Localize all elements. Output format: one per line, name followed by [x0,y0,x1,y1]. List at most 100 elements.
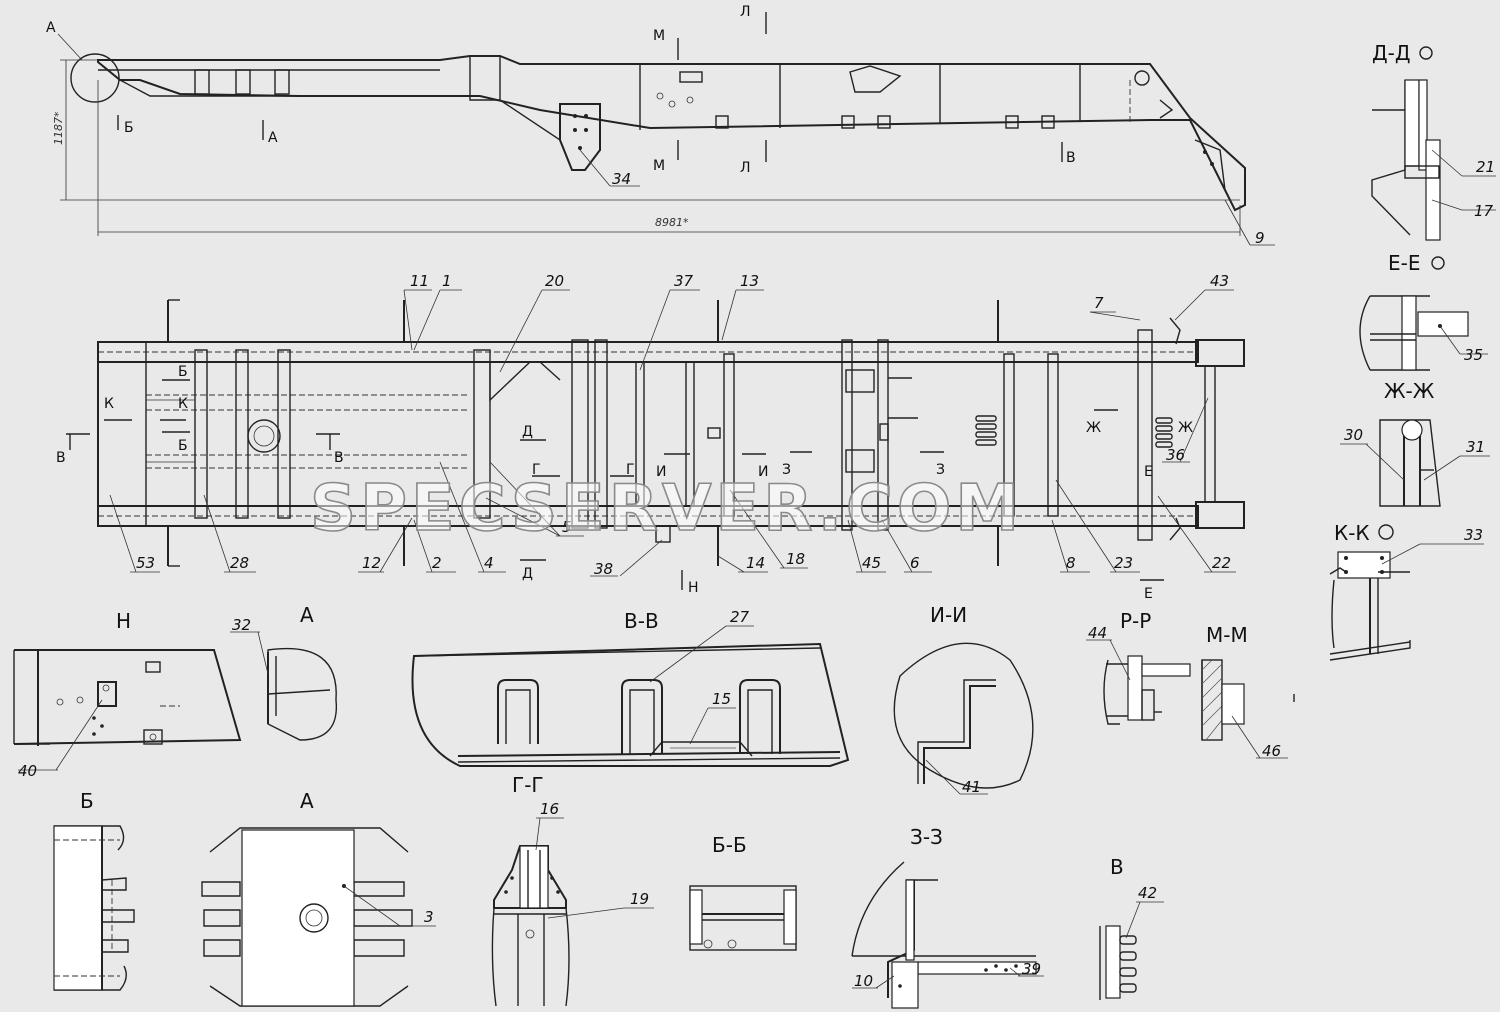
cut-mark-a-side: А [268,130,278,146]
cut-mark-z-right: З [936,462,945,478]
detail-a-mark: А [46,20,56,36]
section-zz: З-З 39 10 [851,825,1044,1009]
callout-6: 6 [910,554,920,572]
callout-13: 13 [740,272,759,290]
section-rr: Р-Р 44 [1086,609,1191,725]
callout-33: 33 [1464,526,1483,544]
view-title-mm: М-М [1206,623,1248,647]
view-title-vv: В-В [624,609,659,633]
callout-16: 16 [540,800,559,818]
cut-mark-e-bottom: Е [1144,586,1153,602]
callout-42: 42 [1138,884,1157,902]
callout-44: 44 [1088,624,1107,642]
callout-4: 4 [484,554,494,572]
callout-40: 40 [18,762,37,780]
view-title-zz: З-З [910,825,943,849]
view-title-b: Б [80,789,94,813]
callout-10: 10 [854,972,873,990]
callout-53: 53 [136,554,155,572]
cut-mark-n: Н [688,580,699,596]
cut-mark-v-side: В [1066,150,1076,166]
callout-38: 38 [594,560,613,578]
watermark-text: SPECSERVER.COM [310,472,1023,546]
cut-mark-zh-right: Ж [1178,420,1193,436]
callout-11: 11 [410,272,429,290]
cut-mark-z-left: З [782,462,791,478]
callout-31: 31 [1466,438,1485,456]
callout-8: 8 [1066,554,1076,572]
cut-mark-e-top: Е [1144,464,1153,480]
bolt-group-plan [975,415,1173,448]
cut-mark-b-bottom: Б [178,438,188,454]
callout-17: 17 [1474,202,1494,220]
cut-mark-k-right: К [178,396,188,412]
view-title-rr: Р-Р [1120,609,1151,633]
callout-22: 22 [1212,554,1231,572]
section-zhzh: Ж-Ж 30 31 [1340,379,1490,507]
callout-19: 19 [630,890,649,908]
callout-23: 23 [1114,554,1133,572]
view-n: Н 40 [13,609,242,780]
callout-39: 39 [1022,960,1041,978]
callout-30: 30 [1344,426,1363,444]
cut-mark-i-left: И [656,464,666,480]
callout-43: 43 [1210,272,1229,290]
callout-15: 15 [712,690,731,708]
callout-28: 28 [230,554,249,572]
cut-mark-b-side: Б [124,120,134,136]
height-dimension: 1187* [52,111,65,145]
view-title-dd: Д-Д [1372,41,1410,65]
view-title-n: Н [116,609,131,633]
callout-14: 14 [746,554,765,572]
callout-18: 18 [786,550,805,568]
callout-7: 7 [1094,294,1104,312]
section-vv: В-В 27 15 [411,608,850,767]
detail-a2: А 3 [201,789,436,1007]
view-title-a1: А [300,603,314,627]
cut-mark-g-left: Г [532,462,541,478]
cut-mark-d-bottom: Д [522,566,533,582]
cut-mark-l-bottom: Л [740,160,751,176]
callout-46: 46 [1262,742,1281,760]
cut-mark-l-top: Л [740,4,751,20]
callout-1: 1 [442,272,452,290]
cut-mark-v-plan-left: В [56,450,66,466]
cut-mark-b-top: Б [178,364,188,380]
view-title-ee: Е-Е [1388,251,1421,275]
callout-36: 36 [1166,446,1185,464]
view-b: Б [53,789,135,991]
side-view: 1187* 8981* Б А М М Л Л В А 34 9 [46,4,1275,247]
callout-45: 45 [862,554,881,572]
callout-34: 34 [612,170,631,188]
view-title-bb: Б-Б [712,833,747,857]
callout-35: 35 [1464,346,1483,364]
view-title-ii: И-И [930,603,967,627]
cut-mark-zh-left: Ж [1086,420,1101,436]
view-title-zhzh: Ж-Ж [1384,379,1435,403]
section-ii: И-И 41 [893,603,1034,796]
section-ee: Е-Е 35 [1359,251,1488,371]
cut-mark-i-right: И [758,464,768,480]
cut-mark-k-left: К [104,396,114,412]
plan-view: В В К К Б Б Д Д Г Г И И З З Ж Ж Е Е Н [56,272,1245,602]
section-mm: М-М 46 [1201,623,1295,760]
view-title-a2: А [300,789,314,813]
callout-20: 20 [545,272,564,290]
view-title-v: В [1110,855,1124,879]
callout-37: 37 [674,272,694,290]
callout-2: 2 [432,554,442,572]
cut-mark-v-plan-right: В [334,450,344,466]
section-bb: Б-Б [689,833,797,951]
view-title-kk: К-К [1334,521,1370,545]
mm-hatching [1201,659,1223,741]
cut-mark-g-right: Г [626,462,635,478]
callout-21: 21 [1476,158,1495,176]
callout-5: 5 [562,518,572,536]
length-dimension: 8981* [655,216,689,229]
callout-27: 27 [730,608,750,626]
callout-12: 12 [362,554,381,572]
callout-9: 9 [1255,229,1265,247]
plan-leaders [109,289,1236,577]
